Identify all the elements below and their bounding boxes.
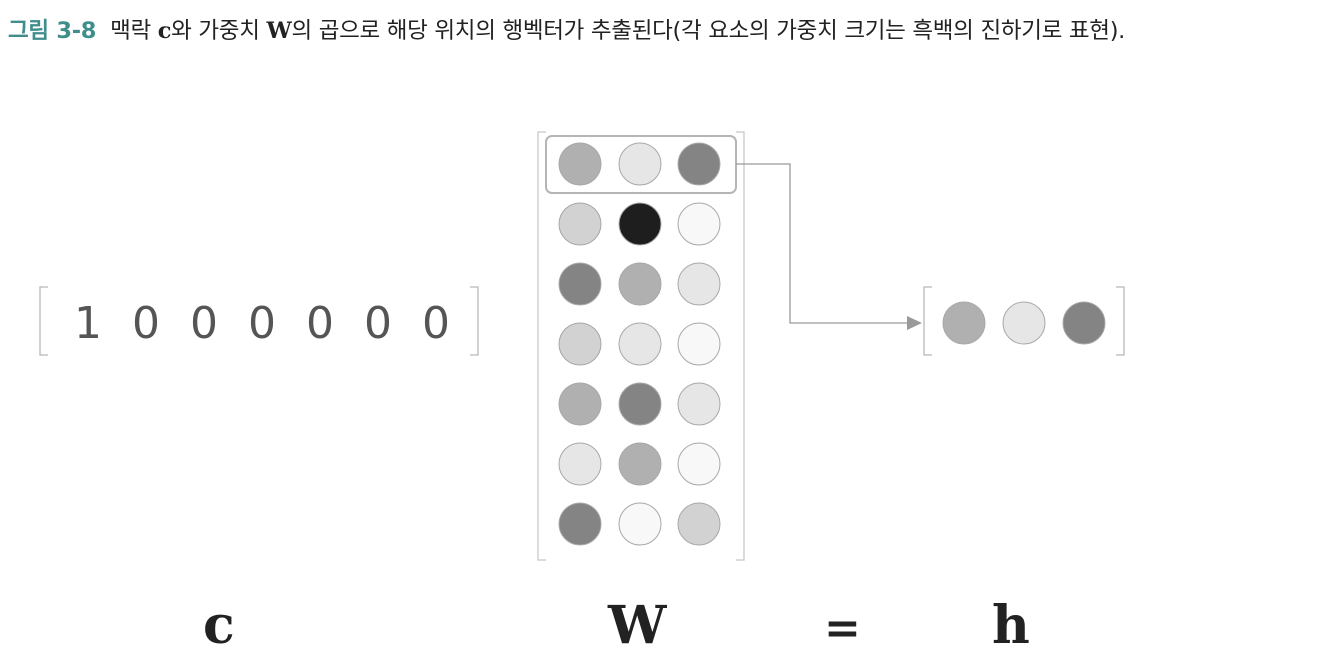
h-cell — [942, 301, 986, 345]
caption-text-2: 와 가중치 — [171, 18, 267, 44]
weight-cell — [618, 142, 662, 186]
weight-cell — [558, 382, 602, 426]
weight-cell — [618, 202, 662, 246]
weight-cell — [677, 202, 721, 246]
caption-text-1: 맥락 — [110, 18, 158, 44]
weight-cell — [618, 442, 662, 486]
weight-cell — [558, 442, 602, 486]
w-left-bracket — [537, 131, 546, 561]
weight-cell — [677, 262, 721, 306]
h-cell — [1062, 301, 1106, 345]
weight-cell — [618, 502, 662, 546]
h-cell — [1002, 301, 1046, 345]
weight-cell — [677, 382, 721, 426]
figure-caption: 그림 3-8 맥락 c와 가중치 W의 곱으로 해당 위치의 행벡터가 추출된다(… — [8, 6, 1326, 57]
weight-cell — [618, 322, 662, 366]
c-right-bracket — [470, 286, 479, 356]
context-value: 0 — [132, 298, 160, 349]
weight-cell — [558, 202, 602, 246]
figure-label: 그림 3-8 — [8, 18, 97, 44]
caption-text-3: 의 곱으로 해당 위치의 행벡터가 추출된다(각 요소의 가중치 크기는 흑백의… — [291, 18, 1126, 44]
weight-cell — [558, 322, 602, 366]
weight-matrix — [537, 131, 745, 561]
arrow-head — [907, 316, 922, 330]
weight-cell — [558, 142, 602, 186]
context-value: 1 — [74, 298, 102, 349]
h-left-bracket — [923, 286, 932, 356]
label-c: c — [203, 595, 235, 656]
extraction-arrow — [736, 163, 922, 330]
weight-cell — [558, 262, 602, 306]
context-value: 0 — [422, 298, 450, 349]
label-h: h — [992, 595, 1030, 656]
w-right-bracket — [736, 131, 745, 561]
weight-cell — [677, 142, 721, 186]
weight-cell — [677, 442, 721, 486]
weight-cell — [677, 322, 721, 366]
context-value: 0 — [306, 298, 334, 349]
weight-cell — [618, 262, 662, 306]
weight-cell — [618, 382, 662, 426]
h-vector — [923, 286, 1125, 356]
caption-context-symbol: c — [157, 18, 172, 44]
context-value: 0 — [248, 298, 276, 349]
caption-weight-symbol: W — [266, 18, 292, 44]
label-equals: = — [824, 603, 861, 654]
context-value: 0 — [190, 298, 218, 349]
context-value: 0 — [364, 298, 392, 349]
label-w: W — [608, 595, 667, 656]
arrow-line — [736, 163, 908, 324]
weight-cell — [677, 502, 721, 546]
h-right-bracket — [1116, 286, 1125, 356]
weight-cell — [558, 502, 602, 546]
c-left-bracket — [39, 286, 48, 356]
